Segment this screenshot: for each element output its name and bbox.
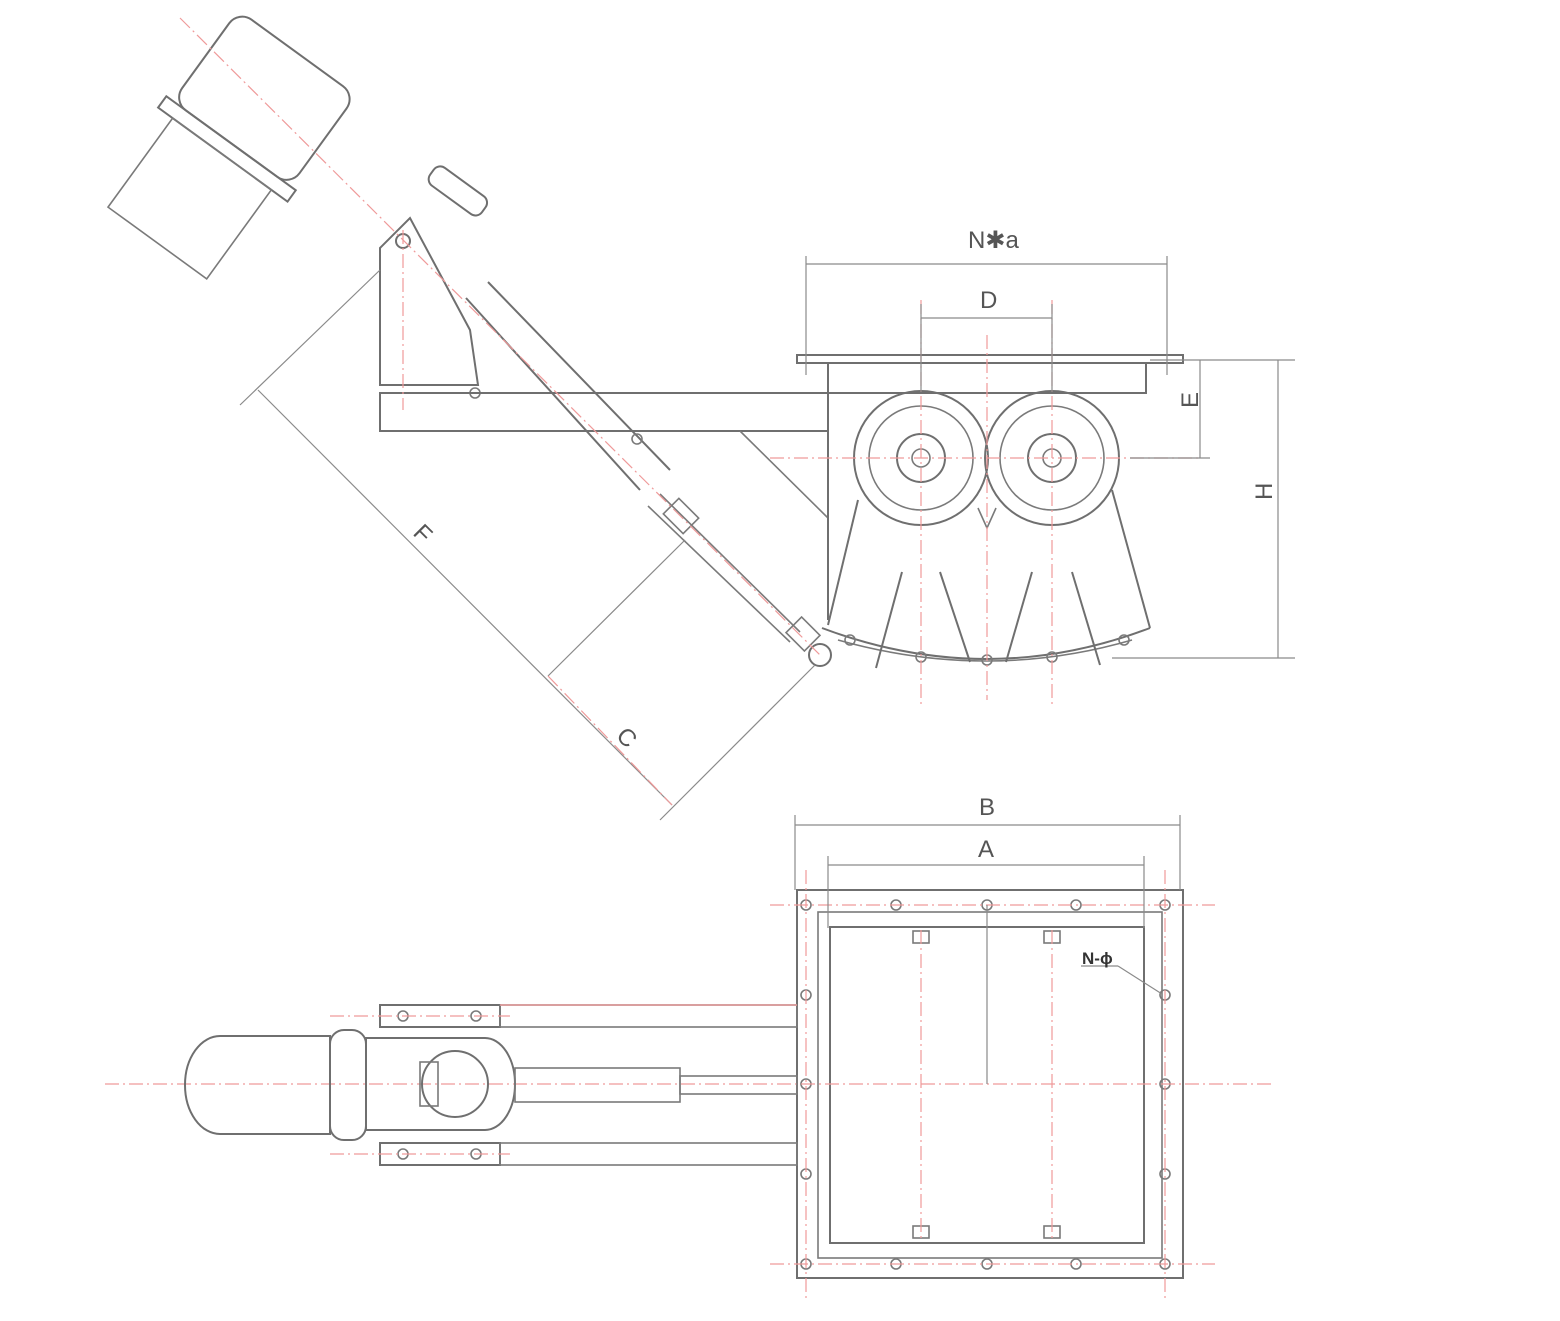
cylinder-fitting xyxy=(631,433,643,445)
plan-view-dimensions: B A N-ϕ xyxy=(794,794,1181,995)
gearbox-housing xyxy=(106,117,273,280)
plan-piston-rod xyxy=(679,1075,798,1095)
arm-brace xyxy=(739,430,829,519)
label-a: A xyxy=(978,836,994,863)
cylinder-upper-edge xyxy=(487,281,671,471)
lower-arm xyxy=(499,1142,798,1166)
actuator-centerline xyxy=(179,17,821,656)
label-h: H xyxy=(1251,483,1278,500)
dim-line-c xyxy=(547,675,673,806)
plan-gland-circle xyxy=(421,1050,489,1118)
piston-rod-lower xyxy=(647,505,791,643)
blade-1 xyxy=(875,571,903,669)
gate-bolt-1 xyxy=(844,634,856,646)
crank-pin-circle xyxy=(808,643,832,667)
plan-gland-cap xyxy=(419,1061,439,1107)
plan-cylinder xyxy=(514,1067,681,1103)
side-view-actuator xyxy=(106,15,832,667)
plan-motor-body xyxy=(184,1035,331,1135)
pivot-bracket xyxy=(379,216,480,386)
blade-2 xyxy=(939,571,971,663)
leader-n-phi xyxy=(1117,965,1163,995)
label-n-phi: N-ϕ xyxy=(1082,949,1113,968)
motor-body xyxy=(178,15,351,181)
label-b: B xyxy=(979,794,995,821)
plan-motor-flange xyxy=(329,1029,367,1141)
upper-arm xyxy=(499,1004,798,1028)
side-view-dimensions: N✱a D E H F C xyxy=(239,227,1295,821)
piston-rod-upper xyxy=(659,493,801,633)
gate-bolt-5 xyxy=(1118,634,1130,646)
label-n-a: N✱a xyxy=(968,227,1019,254)
label-e: E xyxy=(1177,392,1204,408)
inner-flange xyxy=(817,911,1163,1259)
support-arm xyxy=(379,392,829,432)
side-view-valve-body xyxy=(770,300,1200,705)
dim-line-f xyxy=(257,389,673,806)
hopper-left-side xyxy=(827,499,859,626)
top-flange xyxy=(796,354,1184,364)
gland-handle xyxy=(427,165,489,217)
blade-4 xyxy=(1071,571,1101,666)
plan-view xyxy=(105,870,1275,1300)
hopper-right-side xyxy=(1111,489,1151,629)
blade-3 xyxy=(1005,571,1033,663)
rod-clevis-lower xyxy=(784,615,822,653)
label-d: D xyxy=(980,287,997,314)
